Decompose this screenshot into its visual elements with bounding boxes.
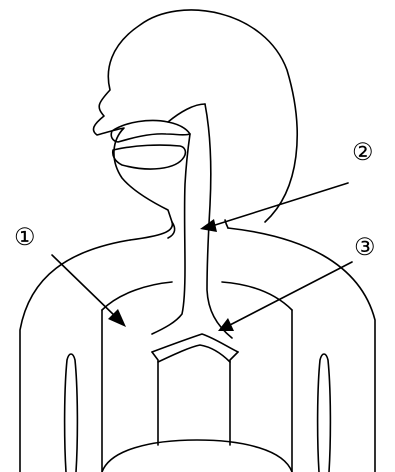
torso-outline: [20, 240, 130, 472]
bronchus-inner: [158, 345, 230, 362]
left-arm: [65, 354, 78, 472]
oral-cavity: [113, 145, 186, 169]
chest-top-left: [102, 282, 172, 310]
bronchus-left: [152, 352, 158, 445]
nasopharynx: [168, 104, 205, 122]
pointer-line-3: [228, 262, 352, 326]
label-two: ②: [352, 138, 374, 166]
bronchi: [152, 334, 238, 352]
torso-outline-right: [228, 228, 375, 472]
nasal-cavity: [111, 120, 190, 142]
label-one: ①: [14, 223, 36, 251]
label-three: ③: [354, 233, 376, 261]
pointer-line-1: [52, 255, 117, 318]
chest-top-right: [222, 282, 292, 310]
bronchus-right: [230, 352, 238, 445]
right-arm: [318, 354, 331, 472]
trachea-left-wall: [152, 134, 190, 334]
diaphragm: [102, 440, 292, 472]
pointer-line-2: [212, 183, 348, 226]
